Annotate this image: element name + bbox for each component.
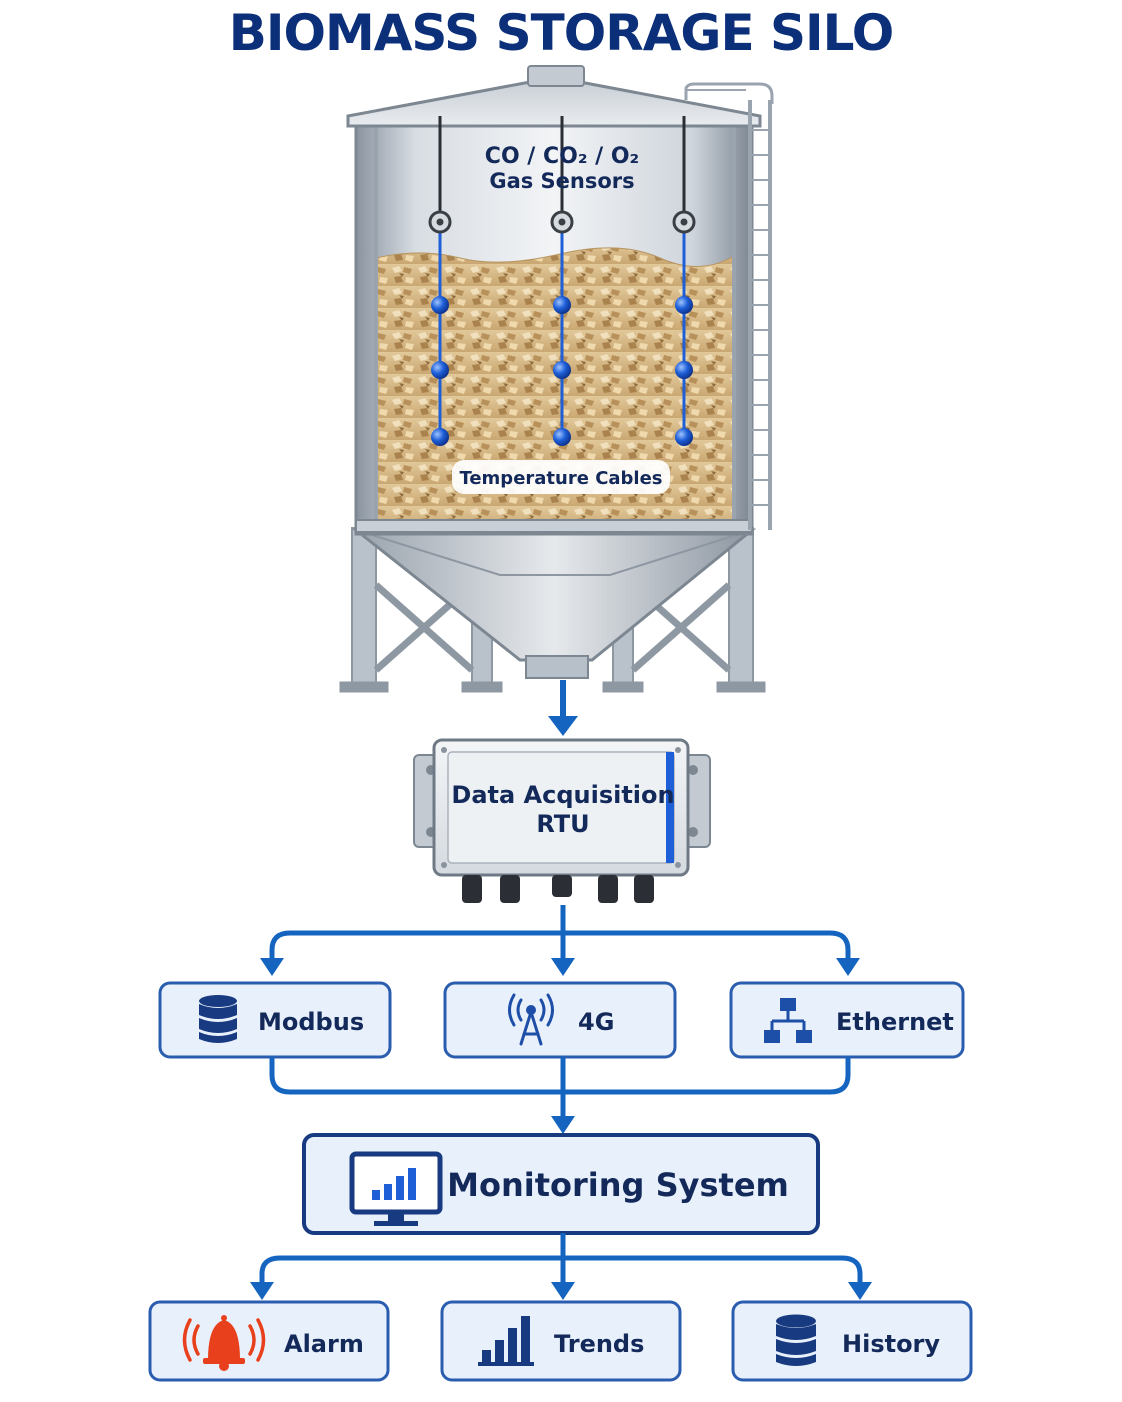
silo-vent (527, 65, 585, 87)
bar-chart-icon (478, 1316, 534, 1366)
output-label-history: History (842, 1330, 940, 1358)
silo: CO / CO₂ / O₂ Gas Sensors Temperature Ca… (339, 65, 774, 693)
network-icon (764, 998, 812, 1043)
connector-monitoring-outputs (259, 1233, 863, 1290)
ladder-rungs (750, 129, 770, 506)
output-label-alarm: Alarm (284, 1330, 364, 1358)
silo-roof (346, 80, 762, 128)
output-box-alarm: Alarm (148, 1300, 390, 1382)
temperature-cable-right (672, 116, 696, 446)
antenna-icon (508, 993, 554, 1046)
monitoring-system-box: Monitoring System (302, 1133, 820, 1235)
rtu-enclosure: Data Acquisition RTU (413, 738, 711, 903)
rtu-label-line1: Data Acquisition (451, 781, 674, 809)
database-icon (776, 1314, 816, 1366)
temperature-label: Temperature Cables (459, 468, 662, 489)
comm-box-modbus: Modbus (158, 981, 392, 1059)
connector-comms-monitoring (269, 1057, 851, 1120)
gas-sensor-label-line2: Gas Sensors (489, 169, 634, 193)
page-title: BIOMASS STORAGE SILO (228, 4, 894, 62)
connector-silo-rtu (548, 680, 578, 736)
alarm-bell-icon (182, 1315, 266, 1371)
silo-ladder (684, 82, 774, 530)
silo-outlet (525, 655, 589, 679)
temperature-cable-center (550, 116, 574, 446)
monitor-chart-icon (349, 1151, 443, 1226)
comm-label-modbus: Modbus (258, 1008, 364, 1036)
gas-sensor-label-line1: CO / CO₂ / O₂ (485, 144, 639, 169)
comm-box-ethernet: Ethernet (729, 981, 965, 1059)
monitoring-system-label: Monitoring System (447, 1166, 789, 1204)
connector-rtu-comms (269, 905, 851, 962)
output-box-history: History (731, 1300, 973, 1382)
rtu-label-line2: RTU (536, 810, 589, 838)
output-box-trends: Trends (440, 1300, 682, 1382)
output-label-trends: Trends (554, 1330, 644, 1358)
database-icon (199, 995, 237, 1043)
temperature-label-badge (452, 460, 670, 494)
comm-box-4g: 4G (443, 981, 677, 1059)
comm-label-4g: 4G (578, 1008, 614, 1036)
rtu-cable-glands (462, 875, 654, 903)
temperature-cable-left (428, 116, 452, 446)
comm-label-ethernet: Ethernet (836, 1008, 954, 1036)
